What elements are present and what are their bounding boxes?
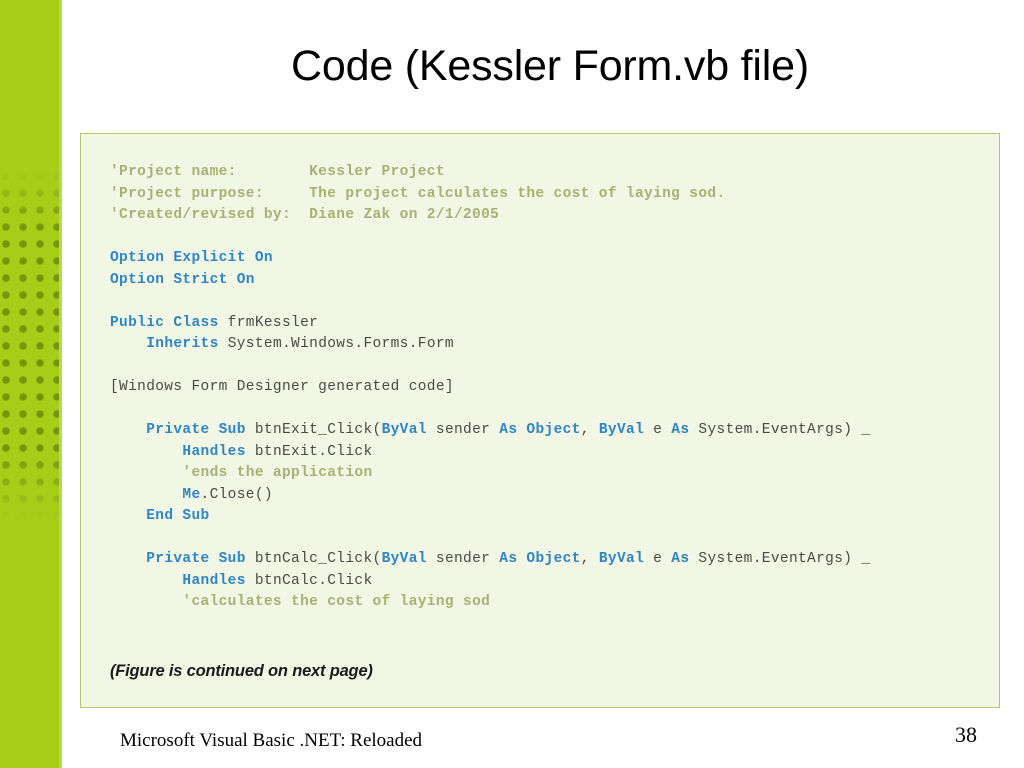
page-title: Code (Kessler Form.vb file) [291, 42, 809, 90]
code-line: End Sub [110, 506, 870, 528]
code-token-kw: As [671, 551, 690, 567]
code-token-txt: btnCalc.Click [245, 572, 373, 589]
code-token-txt [110, 336, 146, 352]
code-token-txt [110, 487, 182, 503]
code-line: 'ends the application [110, 463, 870, 485]
code-line: Handles btnExit.Click [110, 442, 870, 464]
code-token-txt: e [644, 551, 672, 567]
code-token-txt: [Windows Form Designer generated code] [110, 379, 454, 395]
code-token-kw: As Object [499, 422, 581, 438]
code-token-txt: btnExit_Click( [245, 422, 382, 438]
figure-continuation-note: (Figure is continued on next page) [110, 662, 373, 680]
halftone-fade-bottom [0, 450, 59, 520]
code-token-txt [110, 573, 182, 589]
code-token-txt: System.EventArgs) _ [689, 551, 871, 567]
code-listing: 'Project name: Kessler Project 'Project p… [110, 162, 870, 614]
code-token-txt [110, 594, 182, 610]
accent-bar-edge-line [59, 0, 62, 768]
code-token-txt [110, 444, 182, 460]
code-line: 'calculates the cost of laying sod [110, 592, 870, 614]
code-token-kw: Option Explicit On [110, 250, 273, 266]
code-token-kw: End Sub [146, 508, 210, 524]
code-line [110, 291, 870, 313]
code-line: Option Strict On [110, 270, 870, 292]
code-token-kw: Private Sub [146, 551, 246, 567]
code-token-kw: Inherits [146, 336, 219, 352]
code-token-kw: ByVal [381, 422, 427, 438]
code-listing-panel: 'Project name: Kessler Project 'Project p… [80, 133, 1000, 708]
code-token-kw: ByVal [598, 422, 645, 438]
code-token-kw: Private Sub [146, 422, 246, 438]
code-token-kw: Public Class [110, 314, 219, 331]
code-token-txt [110, 508, 146, 524]
code-token-txt: System.Windows.Forms.Form [218, 336, 454, 352]
code-token-txt: frmKessler [218, 314, 319, 331]
code-line: Option Explicit On [110, 248, 870, 270]
code-token-txt: System.EventArgs) _ [689, 422, 871, 438]
code-line [110, 399, 870, 421]
code-token-txt: sender [426, 551, 500, 567]
code-line: [Windows Form Designer generated code] [110, 377, 870, 399]
code-token-txt: btnExit.Click [245, 443, 373, 460]
code-token-kw: Handles [182, 572, 246, 589]
code-line: 'Created/revised by: Diane Zak on 2/1/20… [110, 205, 870, 227]
code-token-txt: , [580, 422, 599, 438]
code-token-kw: ByVal [381, 551, 427, 567]
code-token-kw: ByVal [598, 551, 645, 567]
code-line: Public Class frmKessler [110, 313, 870, 335]
left-accent-bar [0, 0, 59, 768]
code-token-txt [110, 551, 146, 567]
footer-book-title: Microsoft Visual Basic .NET: Reloaded [120, 730, 423, 751]
code-token-kw: As [671, 422, 690, 438]
code-line: Me.Close() [110, 485, 870, 507]
code-line: Private Sub btnCalc_Click(ByVal sender A… [110, 549, 870, 571]
code-line [110, 356, 870, 378]
code-line: Private Sub btnExit_Click(ByVal sender A… [110, 420, 870, 442]
code-line [110, 227, 870, 249]
code-token-txt: , [580, 551, 599, 567]
code-token-txt: e [644, 422, 672, 438]
code-token-cmt: 'ends the application [182, 465, 373, 481]
code-token-txt [110, 465, 182, 481]
code-token-cmt: 'calculates the cost of laying sod [182, 594, 491, 610]
code-line: 'Project name: Kessler Project [110, 162, 870, 184]
code-line: 'Project purpose: The project calculates… [110, 184, 870, 206]
code-token-txt: .Close() [200, 486, 273, 503]
halftone-fade-top [0, 170, 59, 230]
code-token-txt: btnCalc_Click( [245, 551, 382, 567]
page-number: 38 [955, 722, 977, 747]
code-token-txt: sender [426, 422, 500, 438]
code-line: Inherits System.Windows.Forms.Form [110, 334, 870, 356]
code-token-cmt: 'Project purpose: The project calculates… [110, 185, 726, 202]
code-token-cmt: 'Project name: Kessler Project [110, 164, 445, 180]
code-line: Handles btnCalc.Click [110, 571, 870, 593]
code-token-cmt: 'Created/revised by: Diane Zak on 2/1/20… [110, 207, 500, 223]
code-line [110, 528, 870, 550]
code-token-txt [110, 422, 146, 438]
code-token-kw: Me [182, 486, 201, 503]
code-token-kw: Handles [182, 443, 246, 460]
code-token-kw: Option Strict On [110, 271, 255, 288]
code-token-kw: As Object [499, 551, 581, 567]
